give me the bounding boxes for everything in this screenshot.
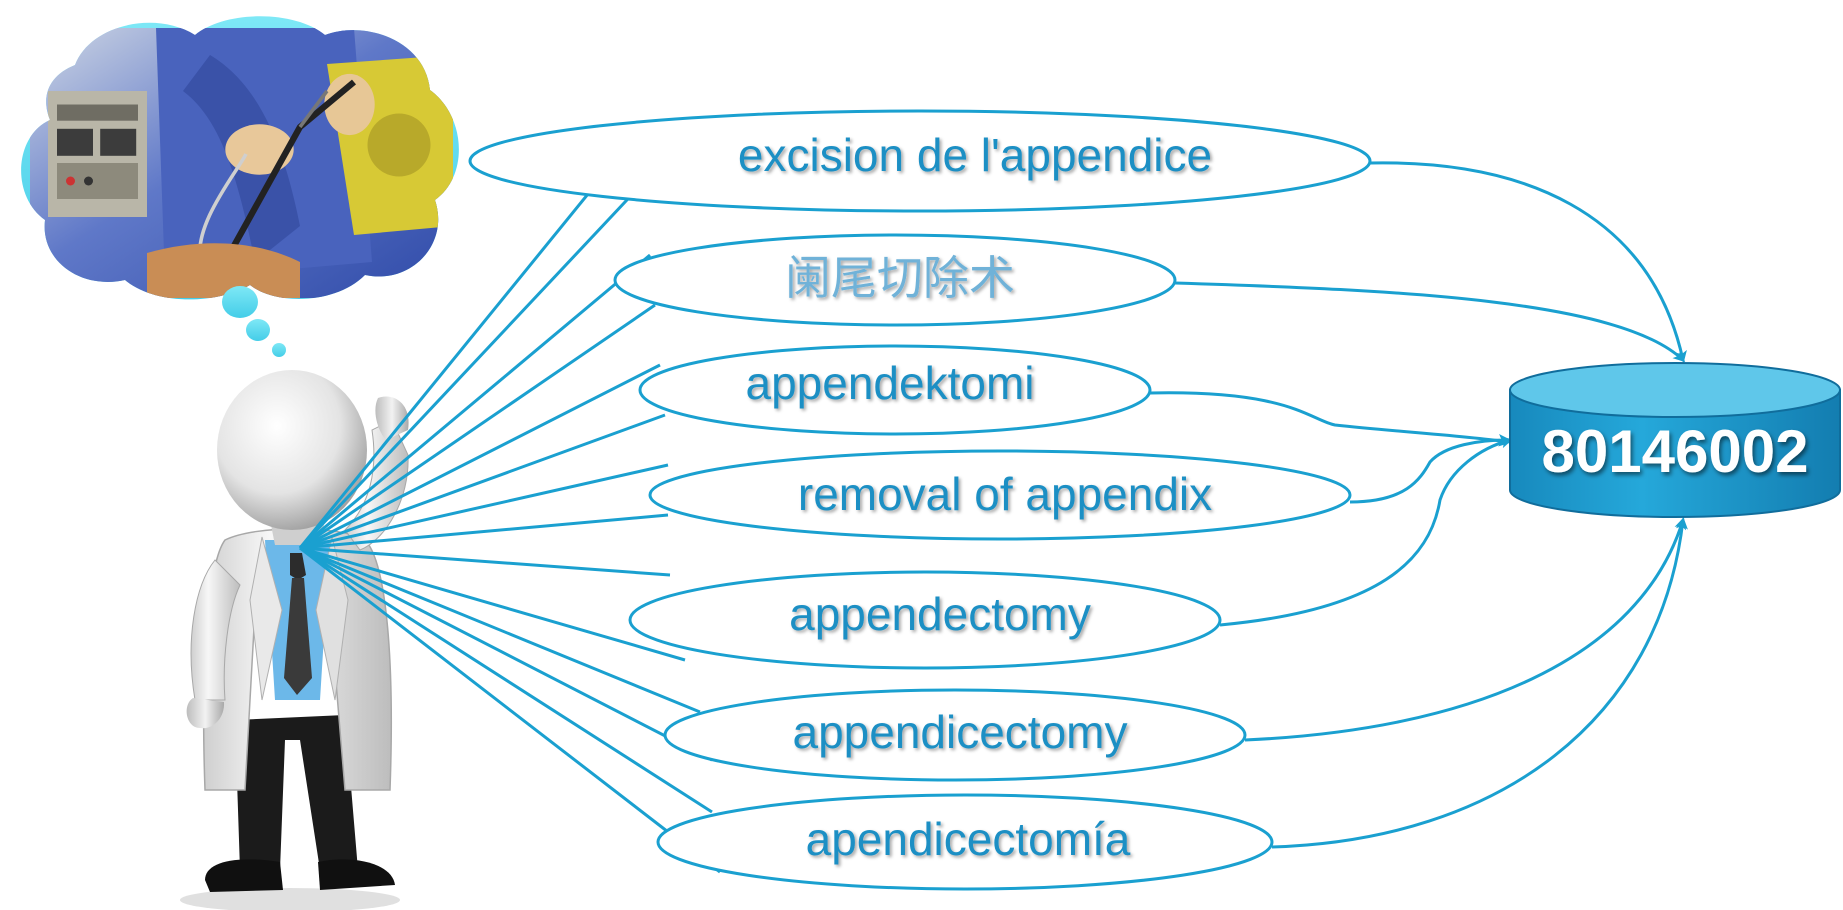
term-label: appendicectomy	[793, 706, 1128, 758]
term-ellipse: appendicectomy	[665, 690, 1245, 780]
term-ellipse: appendektomi	[640, 346, 1150, 434]
concept-code: 80146002	[1542, 418, 1809, 485]
term-label: appendektomi	[746, 357, 1035, 409]
term-list: excision de l'appendice 阑尾切除术 appendekto…	[470, 111, 1370, 889]
term-label: apendicectomía	[806, 813, 1131, 865]
thought-bubble	[246, 319, 270, 341]
term-label: removal of appendix	[798, 468, 1212, 520]
thought-cloud-icon	[21, 16, 459, 357]
term-ellipse: apendicectomía	[658, 795, 1272, 889]
term-ellipse: excision de l'appendice	[470, 111, 1370, 211]
term-label: excision de l'appendice	[738, 129, 1212, 181]
term-label: 阑尾切除术	[785, 251, 1015, 305]
doctor-thinking-figure-icon	[180, 370, 409, 910]
term-label: appendectomy	[789, 588, 1091, 640]
thought-bubble	[222, 286, 258, 318]
laparoscopic-surgery-photo	[30, 28, 453, 298]
thought-bubble	[272, 343, 286, 357]
term-ellipse: appendectomy	[630, 572, 1220, 668]
doctor-head	[217, 370, 367, 530]
database-cylinder-icon: 80146002	[1510, 363, 1840, 517]
term-ellipse: removal of appendix	[650, 451, 1350, 539]
term-ellipse: 阑尾切除术	[615, 235, 1175, 325]
